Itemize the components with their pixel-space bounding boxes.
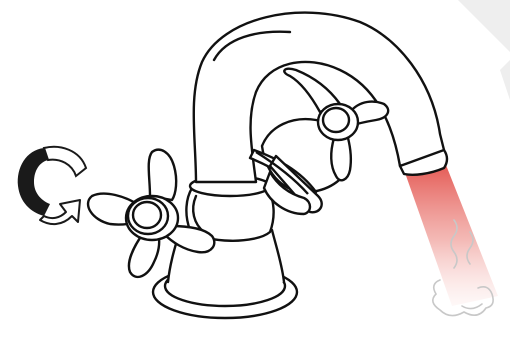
corner-marks xyxy=(458,0,510,100)
rotate-counterclockwise-icon xyxy=(18,147,86,224)
hot-water-stream xyxy=(404,160,498,306)
